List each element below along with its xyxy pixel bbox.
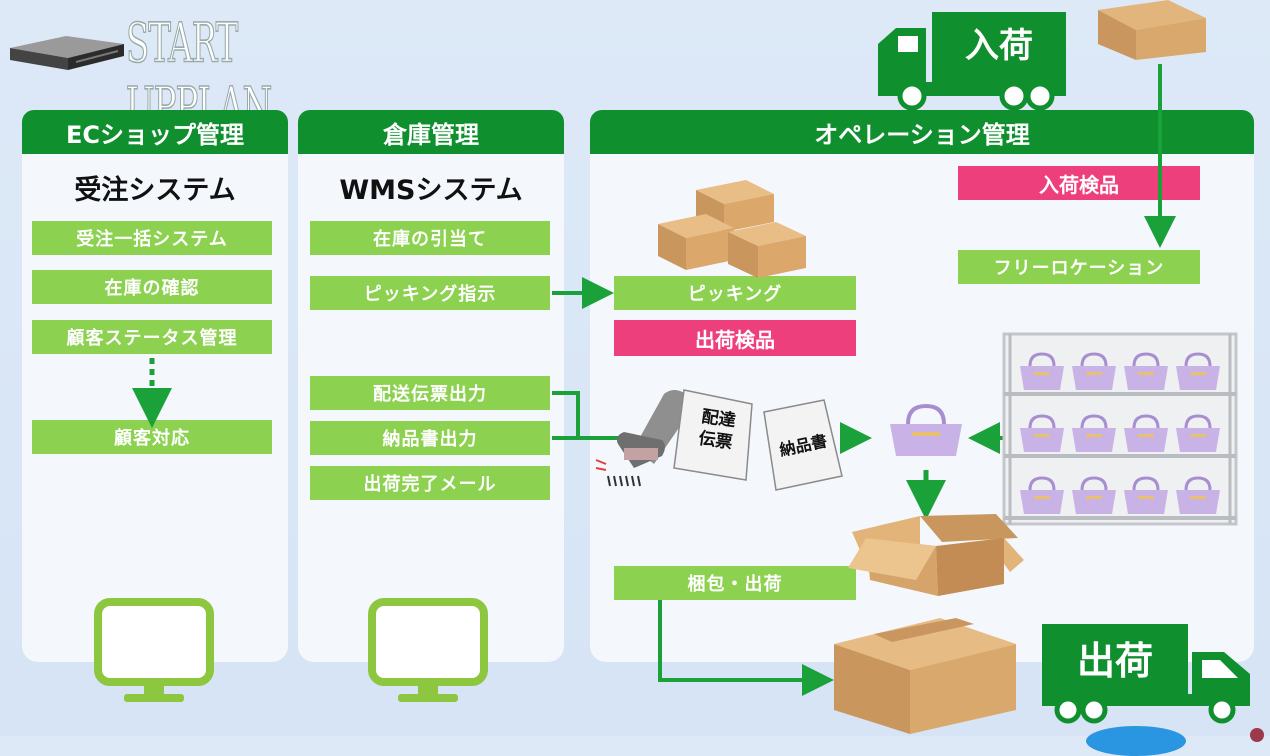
free-location-label: フリーロケーション <box>958 250 1200 284</box>
open-box-icon <box>848 514 1024 596</box>
inbound-truck-icon <box>878 12 1066 111</box>
ops-panel-header: オペレーション管理 <box>590 110 1254 154</box>
storage-shelf-icon <box>1002 332 1238 526</box>
wms-system-title: WMSシステム <box>339 175 523 206</box>
server-icon <box>10 36 124 70</box>
ec-item-order-batch[interactable]: 受注一括システム <box>32 221 272 255</box>
decorative-blue-ellipse <box>1086 726 1186 756</box>
bag-icon <box>890 403 962 456</box>
packing-shipping-label: 梱包・出荷 <box>614 566 856 600</box>
wms-monitor-icon <box>368 598 488 702</box>
wms-item-allocation[interactable]: 在庫の引当て <box>310 221 550 255</box>
outbound-truck-icon <box>1042 624 1250 724</box>
wms-item-invoice[interactable]: 納品書出力 <box>310 421 550 455</box>
stacked-boxes-icon <box>658 180 806 278</box>
document-connector <box>552 391 580 438</box>
invoice-doc <box>763 399 843 491</box>
wms-item-completion-mail[interactable]: 出荷完了メール <box>310 466 550 500</box>
decorative-heart-icon <box>1250 728 1264 742</box>
shipment-box-icon <box>834 618 1016 734</box>
wms-item-picking-order[interactable]: ピッキング指示 <box>310 276 550 310</box>
barcode-scanner-icon <box>595 390 694 487</box>
ec-item-customer-status[interactable]: 顧客ステータス管理 <box>32 320 272 354</box>
ec-panel <box>22 110 288 662</box>
picking-label: ピッキング <box>614 276 856 310</box>
wms-item-shipping-slip[interactable]: 配送伝票出力 <box>310 376 550 410</box>
flow-arrows <box>132 64 1176 696</box>
outbound-inspection-label: 出荷検品 <box>614 320 856 356</box>
inbound-truck-label: 入荷 <box>965 25 1033 66</box>
packing-arrow <box>658 600 834 696</box>
ec-monitor-icon <box>94 598 214 702</box>
ec-system-title: 受注システム <box>74 175 236 206</box>
ec-item-stock-check[interactable]: 在庫の確認 <box>32 270 272 304</box>
ec-panel-header: ECショップ管理 <box>22 110 288 154</box>
wms-panel-header: 倉庫管理 <box>298 110 564 154</box>
delivery-slip-doc <box>673 389 753 481</box>
outbound-truck-label: 出荷 <box>1076 638 1153 683</box>
inbound-box-icon <box>1098 0 1206 60</box>
delivery-slip-label: 配達 伝票 <box>697 406 737 454</box>
